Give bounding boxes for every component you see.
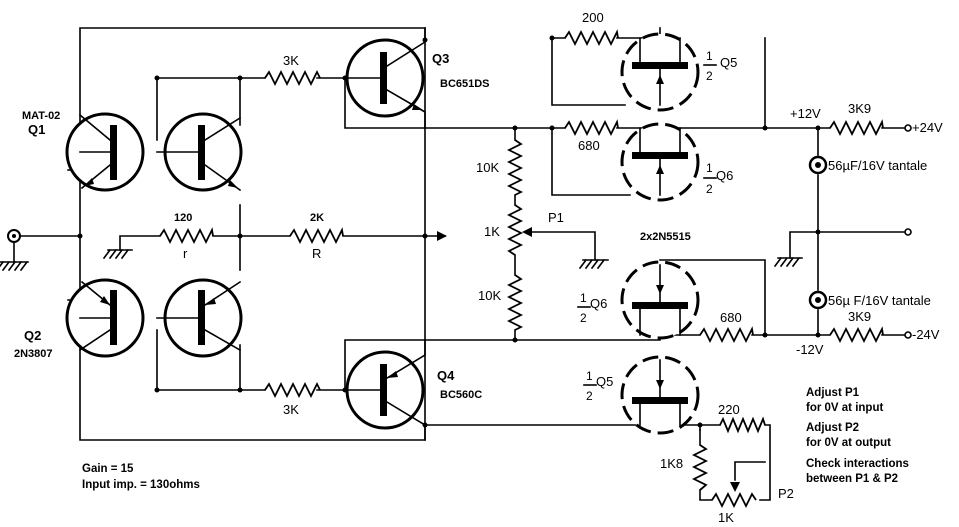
cap-bottom-label: 56µ F/16V tantale [828, 293, 931, 308]
jfet-q5-top [620, 32, 700, 112]
r-200-label: 200 [582, 10, 604, 25]
q5-top-num: 1 [706, 49, 713, 63]
r-3k-top-label: 3K [283, 53, 299, 68]
q5-bottom-num: 1 [586, 369, 593, 383]
q6-bottom-den: 2 [580, 311, 587, 325]
q5-top-den: 2 [706, 69, 713, 83]
q3-label: Q3 [432, 51, 449, 66]
p2-label: P2 [778, 486, 794, 501]
cap-top-label: 56µF/16V tantale [828, 158, 927, 173]
r-120-label: 120 [174, 212, 192, 224]
q4-transistor [344, 339, 427, 430]
r-1k8-label: 1K8 [660, 456, 683, 471]
labels: MAT-02 Q1 Q2 2N3807 Q3 BC651DS Q4 BC560C… [14, 10, 943, 525]
q6-bottom-ref: Q6 [590, 296, 607, 311]
mat02-label: MAT-02 [22, 110, 60, 122]
r-small-label: r [183, 246, 188, 261]
gain-note: Gain = 15 [82, 463, 134, 475]
wiring [17, 27, 906, 501]
q2b-transistor [156, 278, 243, 358]
r-1k-p1-label: 1K [484, 224, 500, 239]
q1-label: Q1 [28, 122, 45, 137]
minus24-label: -24V [912, 327, 940, 342]
capacitor-bottom [808, 290, 828, 310]
r-big-label: R [312, 246, 321, 261]
r-220-label: 220 [718, 402, 740, 417]
r-3k9-top-label: 3K9 [848, 101, 871, 116]
q6-top-den: 2 [706, 182, 713, 196]
q1-transistor [65, 112, 145, 192]
adjust-p1-note: Adjust P1 [806, 387, 860, 399]
check-detail: between P1 & P2 [806, 473, 898, 485]
p1-label: P1 [548, 210, 564, 225]
q3-transistor [344, 38, 427, 129]
q5-bottom-ref: Q5 [596, 374, 613, 389]
q4-label: Q4 [437, 368, 455, 383]
adjust-p2-detail: for 0V at output [806, 437, 891, 449]
jfet-q6-bottom [620, 260, 700, 340]
adjust-p1-detail: for 0V at input [806, 402, 883, 414]
q6-top-ref: Q6 [716, 168, 733, 183]
q3-type-label: BC651DS [440, 78, 490, 90]
ground-symbols [102, 248, 803, 270]
jfet-q6-top [620, 122, 700, 202]
q5-bottom-den: 2 [586, 389, 593, 403]
r-1k-p2-label: 1K [718, 510, 734, 525]
minus12-label: -12V [796, 342, 824, 357]
jfet-pair-label: 2x2N5515 [640, 231, 691, 243]
adjust-p2-note: Adjust P2 [806, 422, 859, 434]
r-680-bottom-label: 680 [720, 310, 742, 325]
jfet-q5-bottom [620, 355, 700, 435]
resistors [159, 29, 884, 509]
input-imp-note: Input imp. = 130ohms [82, 479, 200, 491]
q6-bottom-num: 1 [580, 291, 587, 305]
plus24-label: +24V [912, 120, 943, 135]
capacitor-top [808, 155, 828, 175]
input-terminal [0, 229, 29, 272]
q6-top-num: 1 [706, 161, 713, 175]
q2-type-label: 2N3807 [14, 348, 53, 360]
r-10k-bottom-label: 10K [478, 288, 501, 303]
q2-transistor [65, 278, 145, 358]
q1b-transistor [156, 112, 243, 192]
q4-type-label: BC560C [440, 389, 482, 401]
r-2k-label: 2K [310, 212, 324, 224]
check-note: Check interactions [806, 458, 909, 470]
r-3k-bottom-label: 3K [283, 402, 299, 417]
wiper-arrows [437, 227, 740, 492]
q5-top-ref: Q5 [720, 55, 737, 70]
plus12-label: +12V [790, 106, 821, 121]
r-3k9-bottom-label: 3K9 [848, 309, 871, 324]
r-10k-top-label: 10K [476, 160, 499, 175]
r-680-top-label: 680 [578, 138, 600, 153]
supply-terminals [904, 124, 912, 339]
q2-label: Q2 [24, 328, 41, 343]
